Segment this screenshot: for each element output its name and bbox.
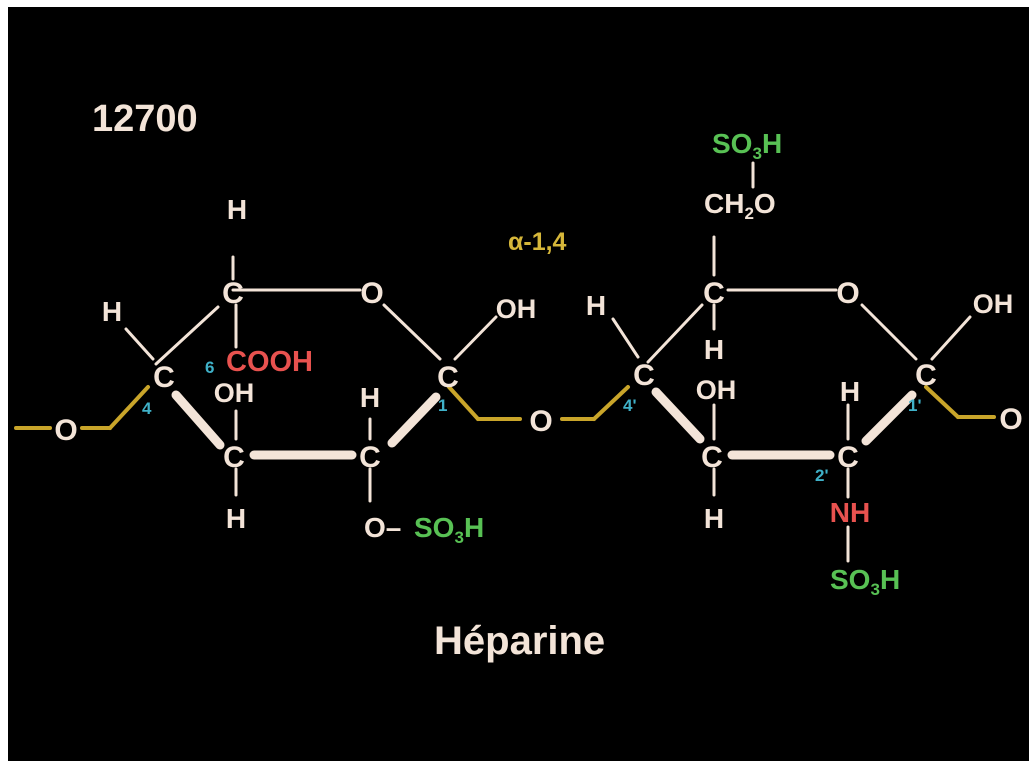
glycosidic-oxygen: O xyxy=(529,405,552,438)
ring-2-top-sulfate-group: SO3H xyxy=(712,128,782,163)
bond xyxy=(592,385,630,421)
ring-2-hydroxyl: OH xyxy=(696,375,737,405)
ring-1-hydrogen: H xyxy=(227,194,247,225)
bond xyxy=(860,303,918,361)
ring-1-hydroxyl: OH xyxy=(214,378,255,408)
ring-2-carbon-3: C xyxy=(701,441,723,474)
glycosidic-oxygen: O xyxy=(999,403,1022,436)
bond xyxy=(453,315,498,361)
bond xyxy=(108,385,150,430)
ring-2-methylene-oxygen: CH2O xyxy=(704,188,776,223)
ring-1-hydrogen: H xyxy=(102,296,122,327)
ring-1-front-bonds xyxy=(171,390,441,460)
diagram-title: Héparine xyxy=(434,619,605,663)
bond xyxy=(154,305,220,366)
ring-1-carbon-2: C xyxy=(359,441,381,474)
slide-background: O O O H C O H C OH C H H C C OH COOH O– … xyxy=(8,7,1029,761)
linkage-label: α-1,4 xyxy=(508,228,567,256)
bond-layer xyxy=(14,161,996,563)
ring-1-sulfate-group: SO3H xyxy=(414,512,484,547)
bond xyxy=(861,390,917,446)
ring-2-oxygen: O xyxy=(836,277,859,310)
ring-position-label: 4 xyxy=(142,399,152,418)
glycosidic-oxygen: O xyxy=(54,414,77,447)
ring-position-label: 6 xyxy=(205,358,214,377)
ring-2-carbon-1: C xyxy=(915,359,937,392)
ring-2-bonds xyxy=(611,161,972,563)
bond xyxy=(611,317,640,359)
ring-1-bonds xyxy=(124,255,498,503)
heparin-structure-diagram: O O O H C O H C OH C H H C C OH COOH O– … xyxy=(14,98,1023,663)
ring-2-carbon-5: C xyxy=(703,277,725,310)
atom-layer: O O O H C O H C OH C H H C C OH COOH O– … xyxy=(54,128,1022,599)
ring-2-hydrogen: H xyxy=(704,334,724,365)
bond xyxy=(930,315,972,361)
glycosidic-chain xyxy=(14,385,996,430)
bond xyxy=(171,390,225,450)
ring-1-ester-oxygen: O– xyxy=(364,512,401,543)
bond xyxy=(387,392,441,448)
bond xyxy=(646,303,704,364)
ring-2-hydrogen: H xyxy=(586,290,606,321)
ring-2-front-bonds xyxy=(651,387,917,460)
ring-position-label: 4' xyxy=(623,396,637,415)
ring-1-hydrogen: H xyxy=(360,382,380,413)
ring-position-label: 1' xyxy=(908,396,922,415)
bond xyxy=(447,385,480,421)
bond xyxy=(651,387,705,444)
ring-1-carbon-5: C xyxy=(222,277,244,310)
amino-group: NH xyxy=(830,497,870,528)
ring-1-hydrogen: H xyxy=(226,503,246,534)
ring-2-carbon-2: C xyxy=(837,441,859,474)
ring-2-n-sulfate-group: SO3H xyxy=(830,564,900,599)
ring-1-anomeric-hydroxyl: OH xyxy=(496,294,537,324)
ring-2-hydrogen: H xyxy=(840,376,860,407)
ring-position-label: 2' xyxy=(815,466,829,485)
slide-number: 12700 xyxy=(92,98,198,140)
ring-2-carbon-4: C xyxy=(633,359,655,392)
ring-1-carbon-4: C xyxy=(153,361,175,394)
bond xyxy=(124,327,155,361)
carboxyl-group: COOH xyxy=(226,346,313,378)
bond xyxy=(924,385,960,419)
ring-2-hydrogen: H xyxy=(704,503,724,534)
ring-1-oxygen: O xyxy=(360,277,383,310)
ring-position-label: 1 xyxy=(438,396,447,415)
bond xyxy=(382,303,442,361)
ring-1-carbon-3: C xyxy=(223,441,245,474)
ring-2-anomeric-hydroxyl: OH xyxy=(973,289,1014,319)
ring-1-carbon-1: C xyxy=(437,361,459,394)
